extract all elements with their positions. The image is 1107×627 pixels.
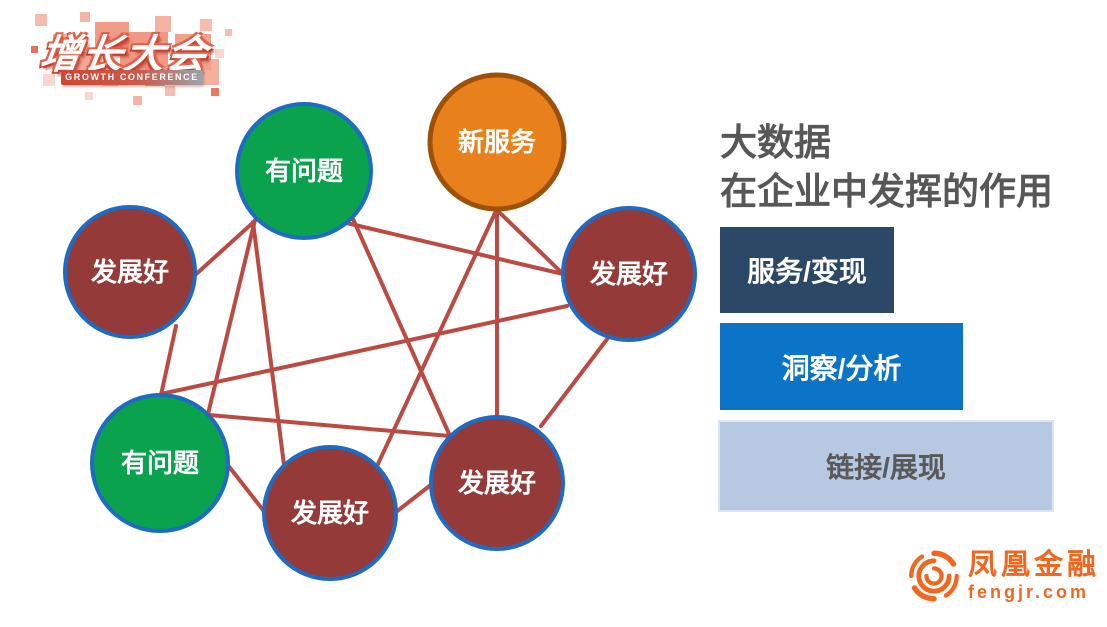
growth-conference-logo: 增长大会 GROWTH CONFERENCE (25, 4, 235, 112)
graph-edge-D-G (539, 332, 613, 428)
graph-edge-D-E (159, 304, 569, 396)
mosaic-square (35, 14, 47, 26)
mosaic-square (225, 29, 232, 36)
fengjr-logo: 凤凰金融 fengjr.com (908, 550, 1100, 603)
fengjr-phoenix-icon (909, 550, 959, 602)
graph-node-D (561, 206, 697, 342)
mosaic-square (85, 92, 93, 100)
graph-node-label: 发展好 (589, 259, 668, 289)
bar-link-display: 链接/展现 (718, 420, 1054, 512)
graph-node-F (262, 445, 398, 581)
mosaic-square (31, 46, 38, 53)
graph-edge-F-G (394, 482, 434, 514)
graph-node-label: 发展好 (457, 468, 536, 498)
graph-edge-A-C (192, 217, 259, 278)
graph-node-label: 有问题 (265, 156, 343, 186)
graph-node-label: 新服务 (458, 127, 536, 157)
mosaic-square (215, 49, 224, 58)
fengjr-name: 凤凰金融 (968, 549, 1101, 581)
graph-node-E (90, 393, 230, 533)
mosaic-square (211, 88, 219, 96)
graph-edge-C-E (159, 324, 178, 397)
mosaic-square (53, 34, 75, 56)
mosaic-square (133, 96, 142, 105)
graph-edge-E-G (207, 413, 452, 438)
mosaic-square (155, 16, 171, 32)
graph-edge-E-F (225, 462, 265, 512)
graph-edge-A-F (251, 220, 286, 467)
graph-node-G (429, 415, 565, 551)
graph-node-B (427, 72, 567, 212)
mosaic-square (80, 12, 90, 22)
mosaic-square (43, 74, 55, 86)
network-diagram: 有问题新服务发展好发展好有问题发展好发展好 (63, 72, 697, 581)
graph-edge-B-D (496, 209, 565, 276)
graph-edge-B-F (375, 209, 498, 468)
graph-node-label: 有问题 (121, 448, 199, 478)
page-title-line2: 在企业中发挥的作用 (720, 171, 1053, 213)
graph-node-label: 发展好 (290, 498, 369, 528)
graph-edge-A-E (206, 218, 257, 416)
page-title: 大数据 在企业中发挥的作用 (720, 118, 1053, 216)
bar-label: 洞察/分析 (781, 352, 902, 384)
graph-edge-A-G (351, 217, 452, 438)
bar-label: 服务/变现 (747, 256, 867, 287)
fengjr-domain: fengjr.com (968, 582, 1090, 603)
graph-node-A (235, 102, 373, 240)
page-title-line1: 大数据 (720, 122, 831, 163)
bar-insight-analysis: 洞察/分析 (720, 323, 963, 410)
logo-subtitle: GROWTH CONFERENCE (61, 70, 203, 85)
bar-service-monetize: 服务/变现 (720, 227, 894, 313)
graph-node-C (63, 205, 197, 339)
graph-node-label: 发展好 (90, 257, 169, 287)
bar-label: 链接/展现 (826, 452, 946, 483)
mosaic-square (165, 86, 175, 96)
mosaic-square (200, 19, 212, 31)
graph-edge-A-D (336, 219, 565, 276)
